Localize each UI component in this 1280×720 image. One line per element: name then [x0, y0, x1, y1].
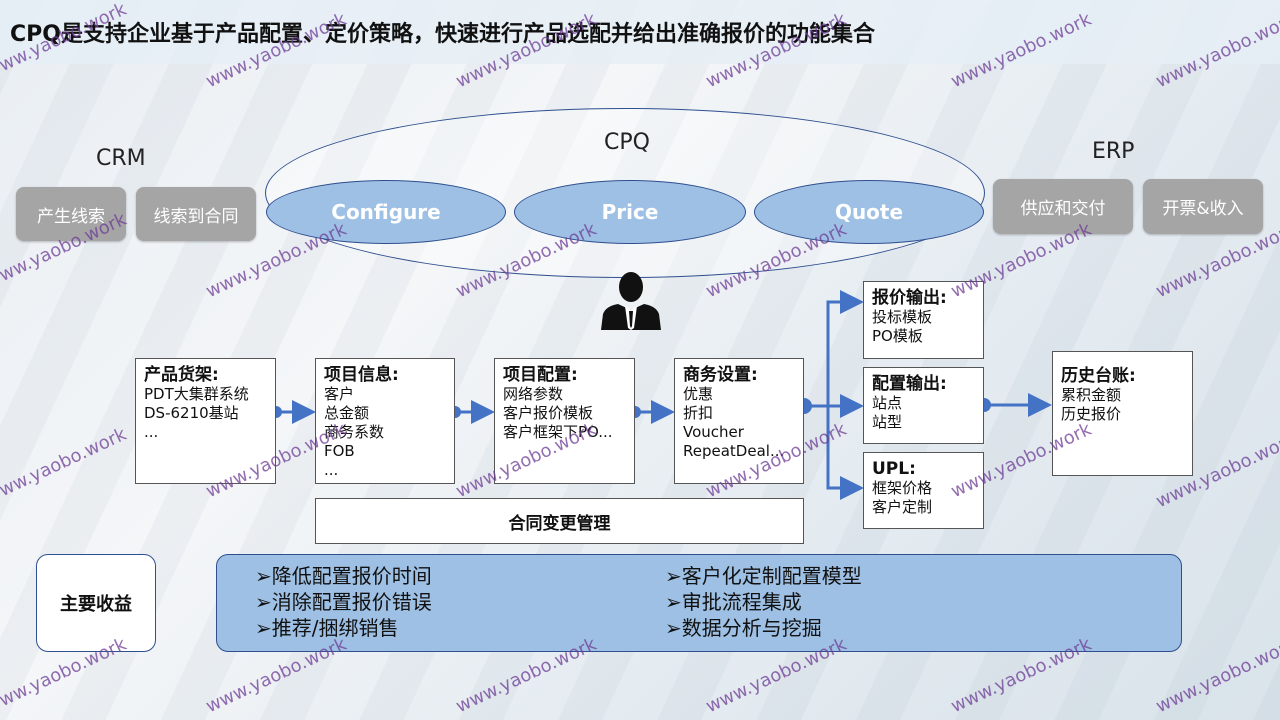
config-output-line: 站型 [872, 413, 903, 431]
benefits-label: 主要收益 [36, 554, 156, 652]
upl-box: UPL: 框架价格 客户定制 [863, 452, 984, 529]
quote-output-title: 报价输出: [872, 288, 947, 308]
quote-stage[interactable]: Quote [754, 180, 984, 244]
benefit-item: ➢客户化定制配置模型 [665, 564, 862, 588]
quote-output-line: 投标模板 [872, 308, 933, 326]
benefits-box: ➢降低配置报价时间 ➢消除配置报价错误 ➢推荐/捆绑销售 ➢客户化定制配置模型 … [216, 554, 1182, 652]
configure-stage[interactable]: Configure [266, 180, 506, 244]
history-ledger-box: 历史台账: 累积金额 历史报价 [1052, 351, 1193, 476]
quote-output-box: 报价输出: 投标模板 PO模板 [863, 281, 984, 359]
benefit-item: ➢降低配置报价时间 [255, 564, 432, 588]
product-shelf-line: ... [144, 423, 159, 441]
project-config-line: 客户框架下PO... [503, 423, 613, 441]
config-output-box: 配置输出: 站点 站型 [863, 367, 984, 444]
product-shelf-title: 产品货架: [144, 365, 219, 385]
crm-button-lead-to-contract[interactable]: 线索到合同 [136, 187, 256, 241]
config-output-line: 站点 [872, 394, 903, 412]
cpq-label: CPQ [604, 130, 650, 155]
project-config-box: 项目配置: 网络参数 客户报价模板 客户框架下PO... [494, 358, 635, 484]
project-info-line: 客户 [324, 385, 355, 403]
benefit-item: ➢推荐/捆绑销售 [255, 616, 399, 640]
watermark: www.yaobo.work [0, 423, 130, 508]
erp-button-invoice[interactable]: 开票&收入 [1143, 179, 1263, 234]
product-shelf-line: DS-6210基站 [144, 404, 239, 422]
business-settings-line: Voucher [683, 423, 744, 441]
price-stage[interactable]: Price [514, 180, 746, 244]
user-icon [601, 272, 661, 330]
history-ledger-line: 历史报价 [1061, 405, 1122, 423]
project-info-title: 项目信息: [324, 365, 399, 385]
project-config-line: 网络参数 [503, 385, 564, 403]
upl-line: 客户定制 [872, 498, 933, 516]
project-config-title: 项目配置: [503, 365, 578, 385]
page-title: CPQ是支持企业基于产品配置、定价策略，快速进行产品选配并给出准确报价的功能集合 [10, 22, 875, 47]
project-info-box: 项目信息: 客户 总金额 商务系数 FOB ... [315, 358, 455, 484]
history-ledger-line: 累积金额 [1061, 386, 1122, 404]
business-settings-line: 优惠 [683, 385, 714, 403]
business-settings-title: 商务设置: [683, 365, 758, 385]
contract-change-management: 合同变更管理 [315, 498, 804, 544]
upl-line: 框架价格 [872, 479, 933, 497]
business-settings-line: 折扣 [683, 404, 714, 422]
erp-label: ERP [1092, 139, 1135, 164]
project-config-line: 客户报价模板 [503, 404, 594, 422]
title-bar [0, 0, 1280, 64]
project-info-line: FOB [324, 442, 355, 460]
project-info-line: ... [324, 461, 339, 479]
erp-button-supply[interactable]: 供应和交付 [993, 179, 1133, 234]
business-settings-line: RepeatDeal... [683, 442, 785, 460]
product-shelf-box: 产品货架: PDT大集群系统 DS-6210基站 ... [135, 358, 276, 484]
upl-title: UPL: [872, 459, 916, 479]
benefit-item: ➢数据分析与挖掘 [665, 616, 822, 640]
crm-button-lead[interactable]: 产生线索 [16, 187, 126, 241]
benefit-item: ➢消除配置报价错误 [255, 590, 432, 614]
history-ledger-title: 历史台账: [1061, 366, 1136, 386]
quote-output-line: PO模板 [872, 327, 923, 345]
project-info-line: 商务系数 [324, 423, 385, 441]
project-info-line: 总金额 [324, 404, 370, 422]
benefit-item: ➢审批流程集成 [665, 590, 802, 614]
product-shelf-line: PDT大集群系统 [144, 385, 249, 403]
config-output-title: 配置输出: [872, 374, 947, 394]
business-settings-box: 商务设置: 优惠 折扣 Voucher RepeatDeal... [674, 358, 804, 484]
crm-label: CRM [96, 146, 146, 171]
